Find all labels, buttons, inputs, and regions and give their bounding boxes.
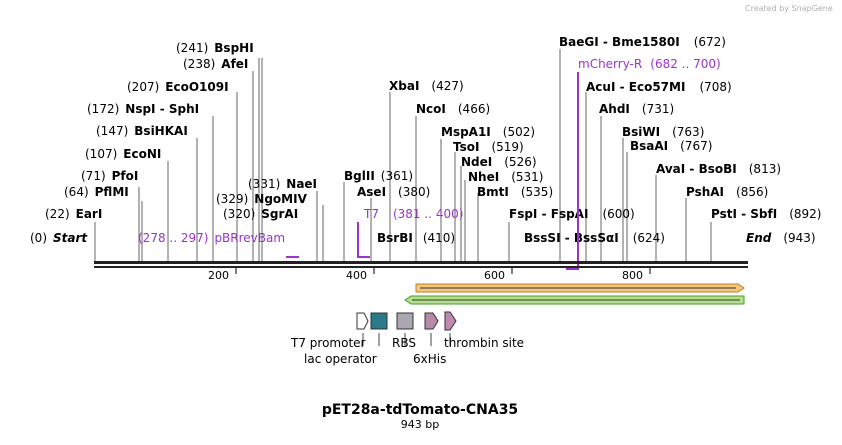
site-bglii[interactable]: BglII(361)	[344, 169, 413, 183]
feature-thrombin-site: thrombin site	[444, 336, 524, 350]
backbone-top-strand	[94, 261, 748, 264]
ruler	[235, 268, 651, 274]
map-ends: (0)Start End(943)	[30, 231, 816, 245]
site-afei[interactable]: (238)AfeI	[183, 57, 248, 71]
lac-operator-box[interactable]	[370, 312, 388, 330]
site-labels-left: (241)BspHI (238)AfeI (207)EcoO109I (172)…	[45, 41, 254, 221]
site-ncoi[interactable]: NcoI(466)	[416, 102, 490, 116]
primer-mcherry-r-mark	[566, 72, 579, 270]
feature-t7-promoter: T7 promoter	[290, 336, 366, 350]
map-length: 943 bp	[401, 418, 439, 431]
site-fspi-fspai[interactable]: FspI - FspAI(600)	[509, 207, 635, 221]
ruler-800: 800	[622, 269, 643, 282]
site-mspa1i[interactable]: MspA1I(502)	[441, 125, 535, 139]
site-bsihkai[interactable]: (147)BsiHKAI	[96, 124, 188, 138]
primer-t7-mark	[357, 222, 370, 258]
site-acui-eco57mi[interactable]: AcuI - Eco57MI(708)	[586, 80, 732, 94]
ruler-200: 200	[208, 269, 229, 282]
site-sgrai[interactable]: (320)SgrAI	[223, 207, 298, 221]
start-label: (0)Start	[30, 231, 88, 245]
site-labels-mid: (331)NaeI (329)NgoMIV (320)SgrAI BglII(3…	[216, 79, 553, 245]
feature-lac-operator: lac operator	[304, 352, 377, 366]
feature-rbs: RBS	[392, 336, 416, 350]
site-bmti[interactable]: BmtI(535)	[477, 185, 553, 199]
end-label: End(943)	[746, 231, 816, 245]
feature-6xhis: 6xHis	[413, 352, 446, 366]
site-ecoo109i[interactable]: (207)EcoO109I	[127, 80, 229, 94]
small-features	[356, 311, 457, 331]
primer-mcherry-r[interactable]: mCherry-R(682 .. 700)	[578, 57, 721, 71]
ruler-600: 600	[484, 269, 505, 282]
backbone	[94, 261, 748, 268]
ruler-400: 400	[346, 269, 367, 282]
feature-leaders	[362, 333, 451, 346]
primers: (278 .. 297)pBRrevBam T7(381 .. 400) mCh…	[138, 57, 721, 270]
site-bsssi-bsssai[interactable]: BssSI - BssSαI(624)	[524, 231, 665, 245]
site-ticks	[94, 49, 712, 262]
site-avai-bsobi[interactable]: AvaI - BsoBI(813)	[656, 162, 781, 176]
thrombin-site-arrow[interactable]	[444, 311, 457, 331]
site-bsiwi[interactable]: BsiWI(763)	[622, 125, 704, 139]
map-title: pET28a-tdTomato-CNA35	[322, 402, 518, 418]
site-ngomiv[interactable]: (329)NgoMIV	[216, 192, 308, 206]
snapgene-watermark: Created by SnapGene	[745, 4, 833, 13]
site-psti-sbfi[interactable]: PstI - SbfI(892)	[711, 207, 821, 221]
backbone-bottom-strand	[94, 266, 748, 268]
site-pshai[interactable]: PshAI(856)	[686, 185, 768, 199]
site-econi[interactable]: (107)EcoNI	[85, 147, 161, 161]
feature-labels: T7 promoter lac operator RBS 6xHis throm…	[290, 336, 524, 366]
ruler-labels: 200 400 600 800	[208, 269, 643, 282]
site-asei[interactable]: AseI(380)	[357, 185, 430, 199]
site-labels-right: BaeGI - Bme1580I(672) AcuI - Eco57MI(708…	[509, 35, 821, 245]
primer-t7[interactable]: T7(381 .. 400)	[363, 207, 463, 221]
site-xbai[interactable]: XbaI(427)	[389, 79, 464, 93]
site-nspi-sphi[interactable]: (172)NspI - SphI	[87, 102, 199, 116]
primer-pbrrevbam[interactable]: (278 .. 297)pBRrevBam	[138, 231, 285, 245]
site-ndei[interactable]: NdeI(526)	[461, 155, 537, 169]
site-eari[interactable]: (22)EarI	[45, 207, 102, 221]
site-bsrbi[interactable]: BsrBI(410)	[377, 231, 455, 245]
site-bsaai[interactable]: BsaAI(767)	[630, 139, 712, 153]
feature-arrows	[404, 283, 745, 305]
site-pflmi[interactable]: (64)PflMI	[64, 185, 129, 199]
site-pfoi[interactable]: (71)PfoI	[81, 169, 138, 183]
site-baegi-bme1580i[interactable]: BaeGI - Bme1580I(672)	[559, 35, 726, 49]
site-tsoi[interactable]: TsoI(519)	[453, 140, 524, 154]
site-bsphi[interactable]: (241)BspHI	[176, 41, 254, 55]
t7-promoter-arrow[interactable]	[356, 312, 369, 330]
site-ahdi[interactable]: AhdI(731)	[599, 102, 674, 116]
map-title-block: pET28a-tdTomato-CNA35 943 bp	[322, 402, 518, 431]
rbs-box[interactable]	[396, 312, 414, 330]
his-tag-arrow[interactable]	[424, 312, 439, 330]
site-nhei[interactable]: NheI(531)	[468, 170, 543, 184]
site-naei[interactable]: (331)NaeI	[248, 177, 317, 191]
watermark-text: Created by SnapGene	[745, 4, 833, 13]
